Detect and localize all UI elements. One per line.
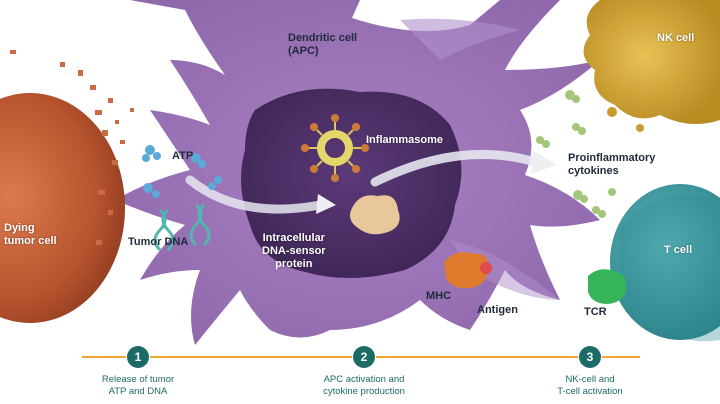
step-1-number: 1 (127, 346, 149, 368)
inflammasome-label: Inflammasome (366, 134, 444, 146)
proinflammatory-cytokines-label: Proinflammatory cytokines (568, 152, 656, 177)
tcr-label: TCR (584, 306, 607, 318)
inflammasome-structure (301, 114, 369, 182)
mhc-complex (444, 252, 492, 289)
cytokine-particles (536, 90, 616, 218)
atp-molecules (142, 145, 222, 198)
t-cell (610, 184, 720, 342)
step-2-text: APC activation and cytokine production (323, 374, 405, 397)
step-3-number: 3 (579, 346, 601, 368)
antigen-label: Antigen (477, 304, 518, 316)
dna-sensor-protein-label: Intracellular DNA-sensor protein (262, 232, 326, 270)
atp-label: ATP (172, 150, 194, 162)
arrow-to-nucleus (185, 175, 325, 214)
mhc-label: MHC (426, 290, 452, 302)
tcr-receptor (588, 269, 627, 304)
t-cell-label: T cell (664, 244, 693, 256)
step-2-number: 2 (353, 346, 375, 368)
arrow-to-cytokines (370, 149, 540, 187)
dying-tumor-cell-label: Dying tumor cell (4, 222, 57, 247)
tumor-dna-strands (153, 203, 211, 252)
tumor-dna-label: Tumor DNA (128, 236, 189, 248)
step-3-text: NK-cell and T-cell activation (557, 374, 623, 397)
apc-nucleus (241, 88, 462, 279)
dendritic-cell-label: Dendritic cell (APC) (288, 32, 358, 57)
dna-sensor-protein (350, 195, 400, 235)
dying-tumor-cell (0, 50, 134, 323)
nk-cell-label: NK cell (657, 32, 695, 44)
step-1-text: Release of tumor ATP and DNA (101, 374, 175, 397)
nk-cell (583, 0, 720, 132)
